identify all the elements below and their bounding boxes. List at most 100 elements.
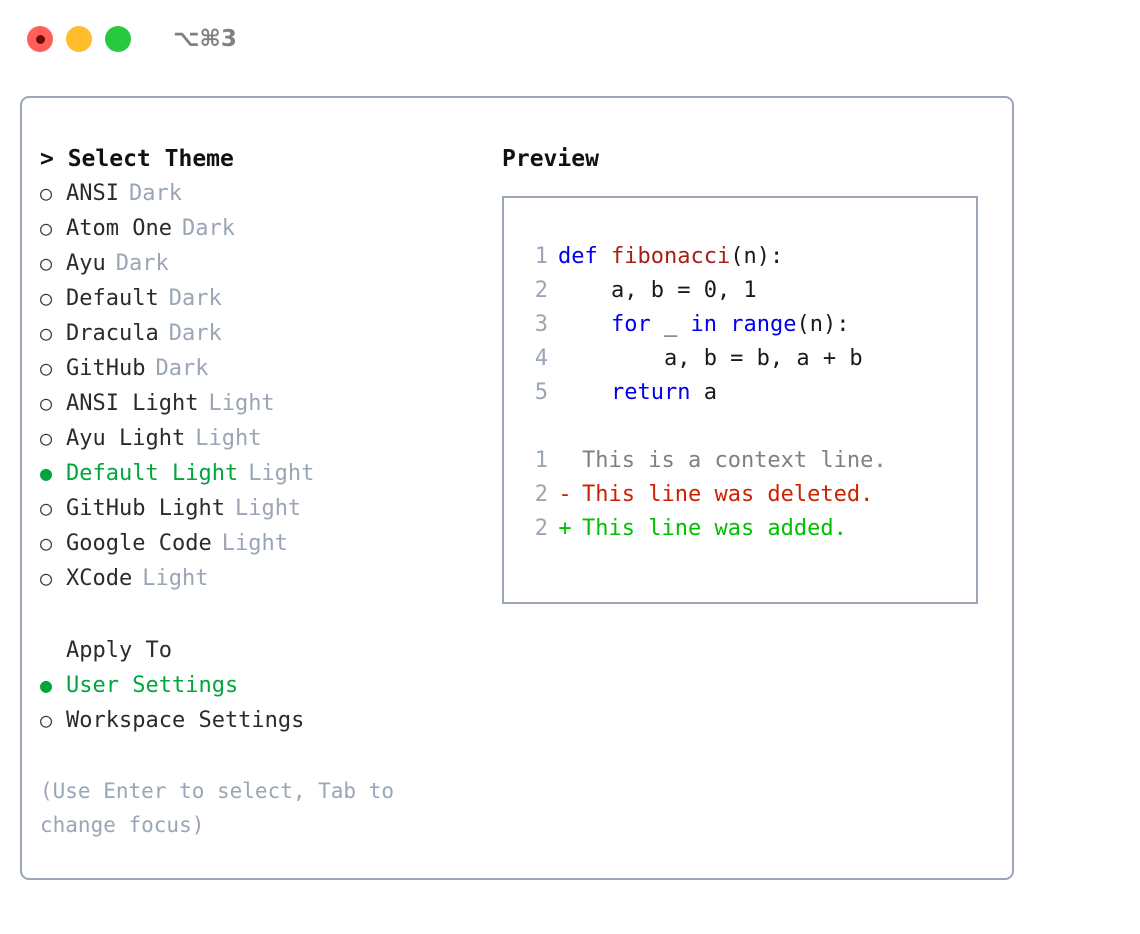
code-line: 1 def fibonacci(n): bbox=[522, 240, 976, 274]
code-text: return a bbox=[558, 376, 717, 410]
theme-name-label: Atom One bbox=[66, 216, 172, 241]
code-token: (n): bbox=[796, 312, 850, 337]
window-controls bbox=[27, 26, 131, 52]
code-token: def bbox=[558, 244, 611, 269]
code-text: for _ in range(n): bbox=[558, 308, 849, 342]
code-token: _ bbox=[650, 312, 691, 337]
theme-mode-badge: Light bbox=[195, 426, 262, 451]
theme-list-item[interactable]: ○ Dracula Dark bbox=[40, 316, 500, 351]
code-token: a, b = 0, 1 bbox=[558, 278, 757, 303]
maximize-button[interactable] bbox=[105, 26, 131, 52]
theme-name-label: GitHub bbox=[66, 356, 146, 381]
theme-mode-badge: Dark bbox=[168, 321, 222, 346]
theme-name-label: Ayu Light bbox=[66, 426, 186, 451]
diff-line: 2 + This line was added. bbox=[522, 512, 976, 546]
theme-name-label: Ayu bbox=[66, 251, 106, 276]
diff-text: This line was deleted. bbox=[582, 482, 874, 507]
diff-sign: + bbox=[558, 516, 572, 541]
theme-list-item[interactable]: ○ Atom One Dark bbox=[40, 211, 500, 246]
line-number: 5 bbox=[534, 380, 548, 405]
keyboard-shortcut-label: ⌥⌘3 bbox=[173, 26, 237, 52]
apply-to-label: Workspace Settings bbox=[66, 708, 305, 733]
theme-mode-badge: Dark bbox=[128, 181, 182, 206]
code-token: range bbox=[730, 312, 797, 337]
radio-unselected-icon: ○ bbox=[40, 286, 53, 310]
code-token bbox=[558, 380, 611, 405]
apply-to-option[interactable]: ○ Workspace Settings bbox=[40, 703, 500, 738]
radio-unselected-icon: ○ bbox=[40, 181, 53, 205]
code-text: def fibonacci(n): bbox=[558, 240, 783, 274]
theme-mode-badge: Light bbox=[208, 391, 275, 416]
theme-name-label: Default Light bbox=[66, 461, 239, 486]
diff-text: This is a context line. bbox=[582, 448, 887, 473]
theme-name-label: Dracula bbox=[66, 321, 159, 346]
diff-sign: - bbox=[558, 482, 572, 507]
line-number: 1 bbox=[534, 244, 548, 269]
line-number: 1 bbox=[534, 448, 548, 473]
code-line: 3 for _ in range(n): bbox=[522, 308, 976, 342]
theme-name-label: Google Code bbox=[66, 531, 212, 556]
code-text: a, b = 0, 1 bbox=[558, 274, 757, 308]
theme-mode-badge: Dark bbox=[115, 251, 169, 276]
diff-text: This line was added. bbox=[582, 516, 847, 541]
theme-name-label: ANSI Light bbox=[66, 391, 199, 416]
line-number: 4 bbox=[534, 346, 548, 371]
minimize-button[interactable] bbox=[66, 26, 92, 52]
keyboard-hint-text: (Use Enter to select, Tab to change focu… bbox=[40, 779, 407, 837]
radio-unselected-icon: ○ bbox=[40, 391, 53, 415]
theme-list-item[interactable]: ○ Ayu Dark bbox=[40, 246, 500, 281]
radio-unselected-icon: ○ bbox=[40, 531, 53, 555]
recording-dot-icon bbox=[35, 34, 45, 44]
line-number: 2 bbox=[534, 516, 548, 541]
radio-unselected-icon: ○ bbox=[40, 356, 53, 380]
preview-heading: Preview bbox=[502, 146, 599, 172]
line-number: 3 bbox=[534, 312, 548, 337]
apply-to-options[interactable]: ● User Settings ○ Workspace Settings bbox=[40, 668, 500, 738]
radio-unselected-icon: ○ bbox=[40, 708, 53, 732]
radio-selected-icon: ● bbox=[40, 673, 53, 697]
radio-unselected-icon: ○ bbox=[40, 566, 53, 590]
radio-selected-icon: ● bbox=[40, 461, 53, 485]
code-line: 4 a, b = b, a + b bbox=[522, 342, 976, 376]
diff-sign bbox=[558, 444, 572, 478]
theme-list-item[interactable]: ○ ANSI Light Light bbox=[40, 386, 500, 421]
radio-unselected-icon: ○ bbox=[40, 496, 53, 520]
apply-to-section: Apply To ●User Settings○Workspace Settin… bbox=[40, 634, 500, 738]
theme-list-item[interactable]: ○ ANSI Dark bbox=[40, 176, 500, 211]
title-bar: ⌥⌘3 bbox=[0, 0, 1140, 78]
code-token bbox=[558, 312, 611, 337]
theme-name-label: ANSI bbox=[66, 181, 119, 206]
radio-unselected-icon: ○ bbox=[40, 321, 53, 345]
theme-mode-badge: Dark bbox=[181, 216, 235, 241]
code-line: 2 a, b = 0, 1 bbox=[522, 274, 976, 308]
code-token: a bbox=[690, 380, 717, 405]
theme-mode-badge: Dark bbox=[168, 286, 222, 311]
radio-unselected-icon: ○ bbox=[40, 251, 53, 275]
code-token: (n): bbox=[730, 244, 784, 269]
close-button[interactable] bbox=[27, 26, 53, 52]
theme-list-item[interactable]: ○ Default Dark bbox=[40, 281, 500, 316]
code-token: a, b = b, a + b bbox=[558, 346, 863, 371]
apply-to-option[interactable]: ● User Settings bbox=[40, 668, 500, 703]
diff-line: 1 This is a context line. bbox=[522, 444, 976, 478]
code-token: for bbox=[610, 312, 651, 337]
code-token: fibonacci bbox=[610, 244, 731, 269]
apply-to-label: User Settings bbox=[66, 673, 239, 698]
code-token: in bbox=[690, 312, 731, 337]
line-number: 2 bbox=[534, 482, 548, 507]
theme-name-label: Default bbox=[66, 286, 159, 311]
radio-unselected-icon: ○ bbox=[40, 216, 53, 240]
